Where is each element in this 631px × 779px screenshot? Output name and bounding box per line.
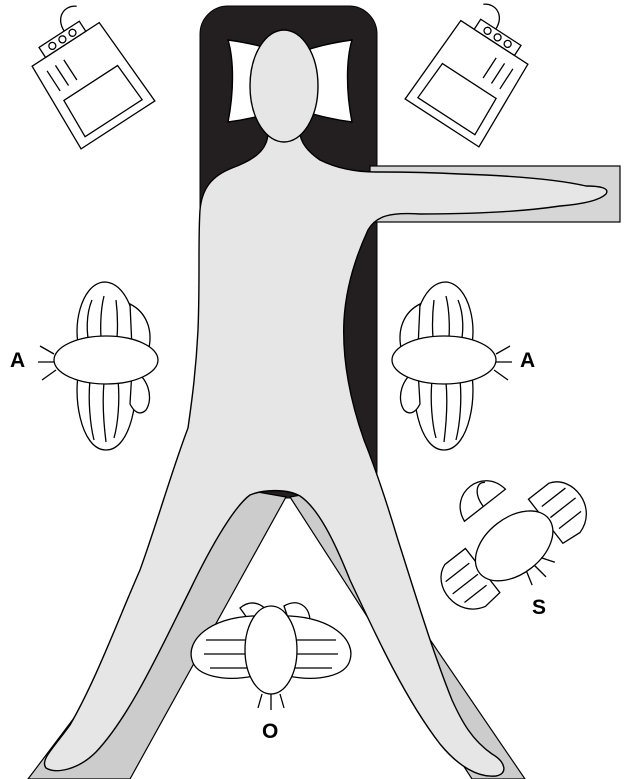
patient-head <box>250 30 318 142</box>
monitor-icon <box>13 0 155 149</box>
label-o: O <box>262 720 278 743</box>
label-a-right: A <box>520 349 535 372</box>
assistant-figure-left <box>38 282 158 450</box>
surgeon-figure <box>403 436 607 632</box>
assistant-figure-right <box>392 282 512 450</box>
label-s: S <box>532 596 546 619</box>
label-a-left: A <box>10 349 25 372</box>
monitor-icon <box>405 0 547 147</box>
